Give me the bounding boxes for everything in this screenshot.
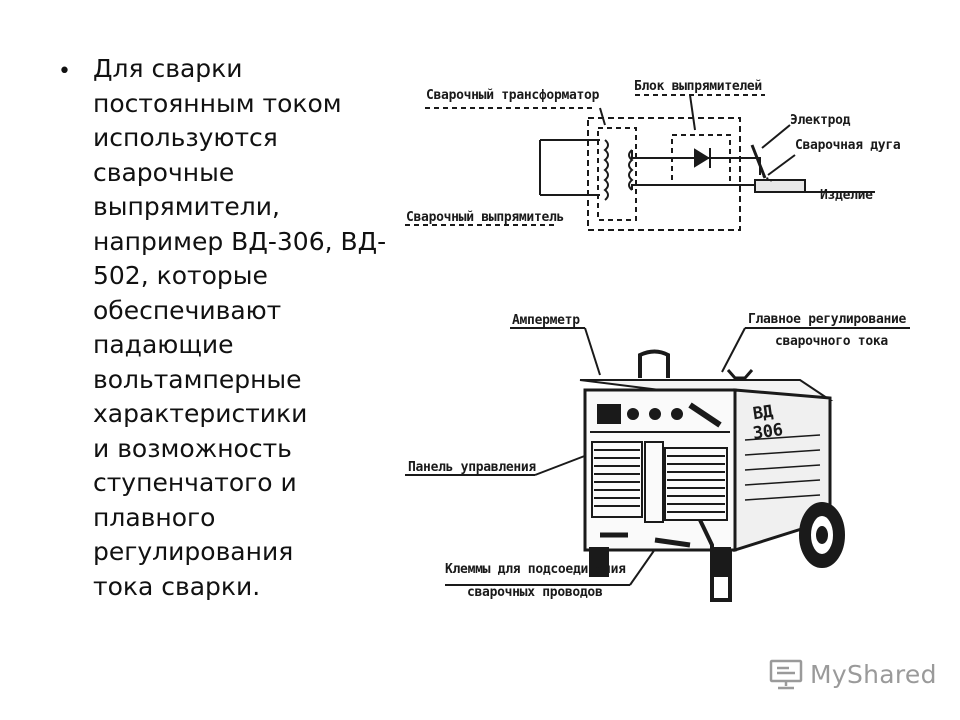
- bullet-line: ступенчатого и: [93, 468, 297, 497]
- bullet-line: используются: [93, 123, 278, 152]
- machine-handle: [638, 349, 670, 378]
- label-rectifier: Сварочный выпрямитель: [406, 210, 565, 225]
- bullet-line: характеристики: [93, 399, 308, 428]
- wheel: [799, 502, 845, 568]
- watermark-text: MyShared: [810, 659, 937, 689]
- secondary-coil: [628, 149, 634, 191]
- machine-side: [733, 388, 832, 553]
- label-control-panel: Панель управления: [408, 460, 536, 475]
- watermark: MyShared: [768, 656, 937, 692]
- bullet-text: Для сварки постоянным током используются св…: [93, 52, 398, 604]
- diode-block-outline: [671, 134, 731, 186]
- machine-marking-line2: 306: [751, 420, 784, 444]
- workpiece: [754, 179, 806, 193]
- front-leg-right: [711, 547, 731, 577]
- bullet-line: тока сварки.: [93, 571, 261, 601]
- rectifier-outline: [587, 117, 741, 231]
- front-leg-left: [589, 547, 609, 577]
- bullet-line: плавного: [93, 502, 216, 532]
- bullet-line: постоянным током: [93, 88, 342, 118]
- machine-front: [583, 388, 737, 552]
- presentation-board-icon: [769, 659, 803, 690]
- label-terminals-line2: сварочных проводов: [467, 585, 603, 600]
- label-rectifier-block: Блок выпрямителей: [634, 79, 762, 94]
- label-transformer: Сварочный трансформатор: [426, 88, 600, 103]
- label-ammeter: Амперметр: [512, 313, 580, 328]
- rear-leg: [698, 519, 732, 602]
- bullet-marker: •: [58, 59, 71, 84]
- bullet-line: выпрямители,: [93, 192, 280, 221]
- bullet-line: 502, которые: [93, 261, 268, 290]
- main-control-lever: [688, 402, 722, 428]
- arc-leader: [767, 154, 796, 176]
- label-workpiece: Изделие: [820, 188, 873, 203]
- bullet-line: и возможность: [93, 433, 292, 463]
- machine-top: [579, 379, 834, 401]
- terminals: [600, 532, 691, 548]
- electrode: [750, 144, 767, 179]
- electrode-leader: [761, 124, 791, 149]
- bullet-line: сварочные: [93, 157, 235, 187]
- front-vents: [591, 441, 728, 521]
- bullet-line: Для сварки: [93, 54, 243, 83]
- machine-marking-line1: ВД: [751, 401, 775, 425]
- label-main-control-line2: сварочного тока: [775, 334, 888, 349]
- bullet-line: регулирования: [93, 537, 294, 566]
- primary-coil: [603, 139, 609, 201]
- bullet-line: например ВД-306, ВД-: [93, 226, 387, 256]
- bullet-list: • Для сварки постоянным током используются…: [58, 52, 398, 604]
- label-terminals-line1: Клеммы для подсоединения: [445, 562, 626, 577]
- bullet-line: вольтамперные: [93, 364, 302, 394]
- label-main-control-line1: Главное регулирование: [748, 312, 907, 327]
- bullet-line: обеспечивают: [93, 295, 282, 325]
- label-electrode: Электрод: [790, 113, 851, 128]
- bullet-line: падающие: [93, 330, 234, 359]
- ammeter-gauge: [597, 404, 621, 424]
- transformer-outline: [597, 127, 637, 221]
- diode-symbol: [694, 148, 710, 168]
- label-arc: Сварочная дуга: [795, 138, 901, 153]
